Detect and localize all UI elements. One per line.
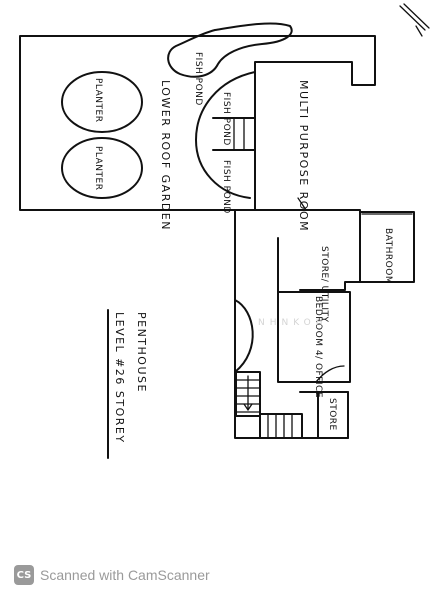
planter-2	[61, 137, 143, 199]
level-label: LEVEL #26 STOREY	[113, 312, 126, 444]
store-utility-label: STORE/ UTILITY	[319, 246, 329, 323]
bathroom-label: BATHROOM	[383, 228, 393, 284]
planter-label-1: PLANTER	[93, 78, 103, 122]
fish-pond-label-3: FISH POND	[221, 160, 231, 214]
planter-label-2: PLANTER	[93, 146, 103, 190]
roof-garden-outline	[19, 35, 376, 211]
fish-pond-label-2: FISH POND	[221, 92, 231, 146]
penthouse-label: PENTHOUSE	[135, 312, 148, 393]
lower-roof-garden-label: LOWER ROOF GARDEN	[159, 80, 172, 231]
scanner-footer: CS Scanned with CamScanner	[14, 563, 210, 587]
bedroom-office-outline	[277, 291, 351, 383]
store-outline	[317, 391, 349, 439]
camscanner-icon: CS	[14, 565, 34, 585]
curved-bay	[234, 299, 254, 373]
fish-pond-top	[167, 22, 293, 78]
planter-1	[61, 71, 143, 133]
multi-purpose-room-label: MULTI PURPOSE ROOM	[297, 80, 310, 232]
bathroom-outline	[359, 211, 415, 283]
scanner-footer-text: Scanned with CamScanner	[40, 567, 210, 583]
page-fold-mark	[399, 3, 430, 37]
store-label: STORE	[327, 398, 337, 431]
watermark: NHNKOH	[258, 318, 328, 328]
fish-pond-middle	[195, 71, 256, 199]
staircase	[235, 371, 319, 439]
bedroom-office-label: BEDROOM 4/ OFFICE	[313, 296, 323, 398]
fish-pond-label-1: FISH POND	[193, 52, 203, 106]
